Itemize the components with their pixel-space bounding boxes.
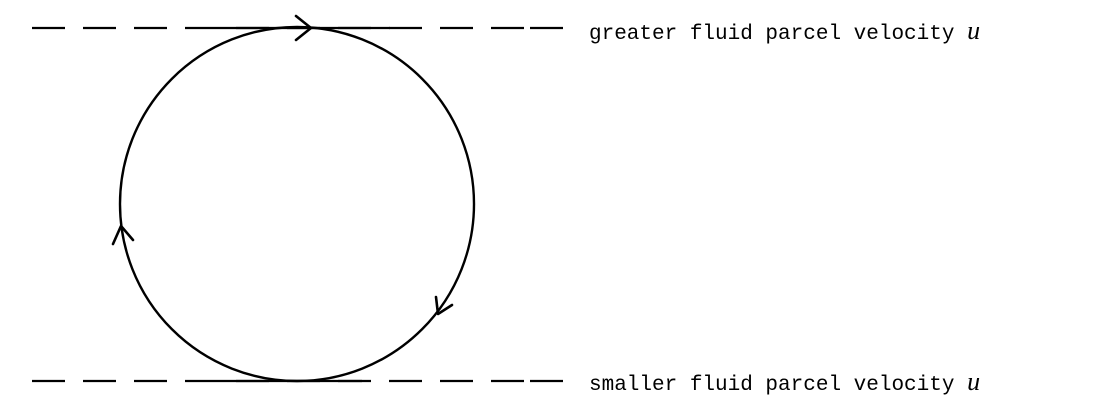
arrow-left-up-icon: [111, 224, 135, 246]
arrow-top-right-icon: [294, 14, 313, 42]
arrow-right-down-icon: [434, 295, 454, 316]
circulation-circle: [118, 25, 476, 383]
bottom-velocity-text: smaller fluid parcel velocity: [589, 374, 955, 397]
top-velocity-label: greater fluid parcel velocity u: [589, 16, 981, 46]
bottom-velocity-variable: u: [967, 367, 981, 396]
top-velocity-text: greater fluid parcel velocity: [589, 23, 955, 46]
bottom-velocity-label: smaller fluid parcel velocity u: [589, 367, 981, 397]
top-velocity-variable: u: [967, 16, 981, 45]
